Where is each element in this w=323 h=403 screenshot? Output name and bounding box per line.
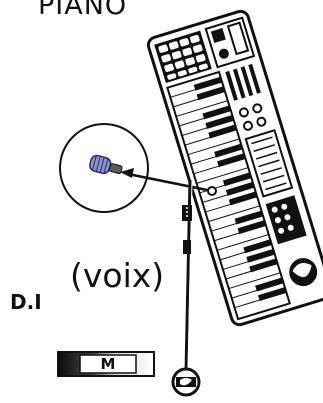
mic-boom-arm bbox=[127, 172, 213, 193]
di-label: D.I bbox=[10, 290, 42, 314]
voix-label: (voix) bbox=[70, 256, 165, 295]
piano-label: PIANO bbox=[38, 0, 128, 21]
mic-stand-icon bbox=[171, 179, 201, 397]
monitor-label: M bbox=[100, 355, 116, 373]
monitor-wedge-icon bbox=[57, 351, 155, 377]
microphone-highlight-circle bbox=[59, 123, 149, 213]
keyboard-icon bbox=[146, 9, 323, 327]
microphone-icon bbox=[89, 154, 123, 175]
